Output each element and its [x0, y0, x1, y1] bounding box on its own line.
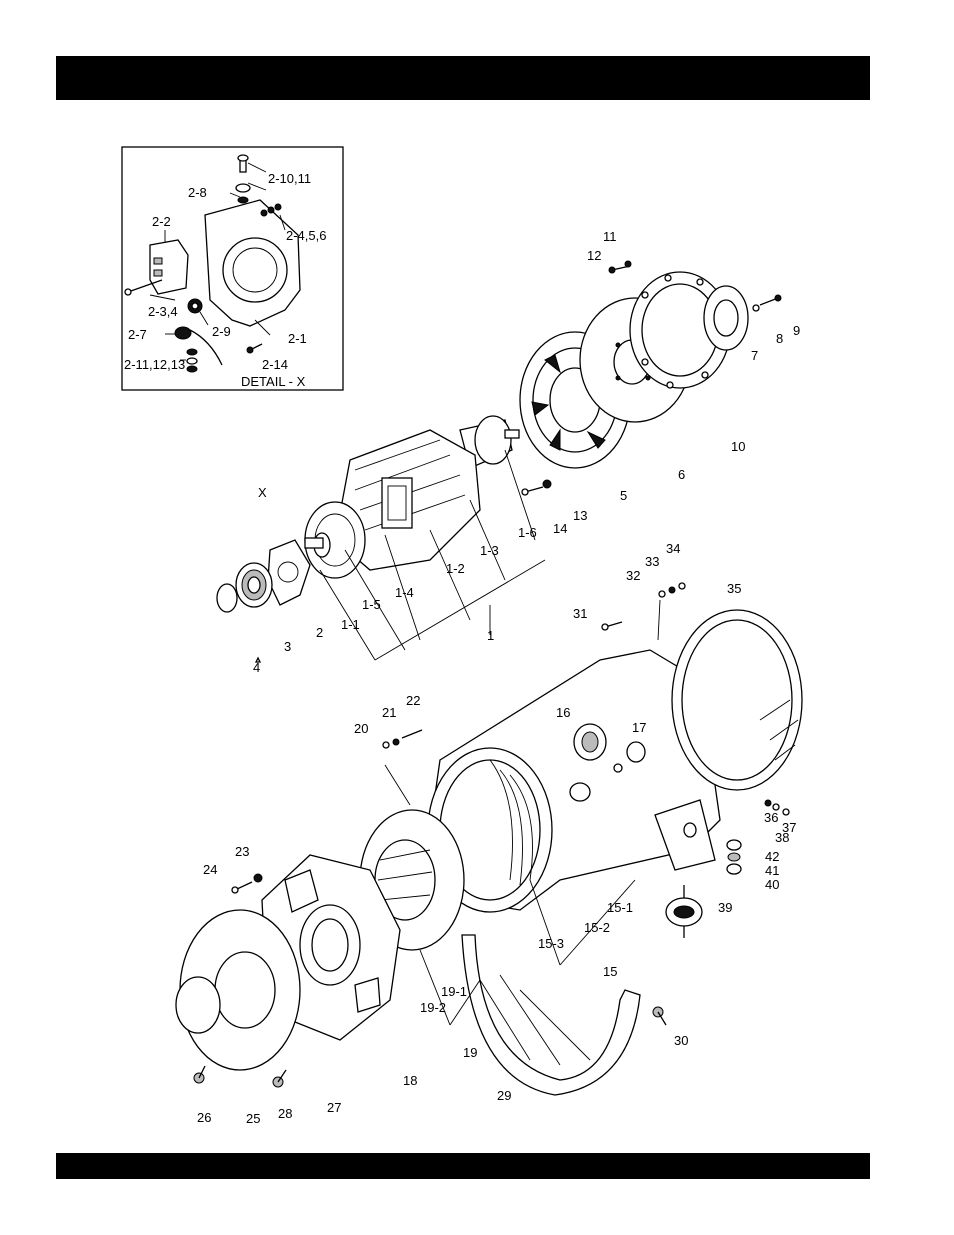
part-label: 1-1 [341, 617, 360, 632]
detail-label: 2-1 [288, 331, 307, 346]
part-label: 16 [556, 705, 570, 720]
part-label: 34 [666, 541, 680, 556]
part-label: 1-2 [446, 561, 465, 576]
part-label: 1-4 [395, 585, 414, 600]
part-label: 26 [197, 1110, 211, 1125]
part-label: 35 [727, 581, 741, 596]
part-label: 25 [246, 1111, 260, 1126]
part-label: 10 [731, 439, 745, 454]
detail-label: 2-2 [152, 214, 171, 229]
part-label: 1-5 [362, 597, 381, 612]
detail-label: 2-9 [212, 324, 231, 339]
part-label: 1-6 [518, 525, 537, 540]
part-label: 19 [463, 1045, 477, 1060]
detail-caption: DETAIL - X [241, 374, 306, 389]
part-label: 36 [764, 810, 778, 825]
part-label: 20 [354, 721, 368, 736]
part-label: 30 [674, 1033, 688, 1048]
part-label: 9 [793, 323, 800, 338]
part-label: 13 [573, 508, 587, 523]
part-label: 27 [327, 1100, 341, 1115]
part-label: 5 [620, 488, 627, 503]
part-label: 28 [278, 1106, 292, 1121]
part-label: 7 [751, 348, 758, 363]
bearing-parts [217, 540, 310, 662]
part-label: 41 [765, 863, 779, 878]
part-label: 15 [603, 964, 617, 979]
part-label: 33 [645, 554, 659, 569]
part-label: 3 [284, 639, 291, 654]
part-label: X [258, 485, 267, 500]
detail-label: 2-3,4 [148, 304, 178, 319]
part-label: 32 [626, 568, 640, 583]
part-label: 15-2 [584, 920, 610, 935]
part-label: 42 [765, 849, 779, 864]
part-label: 19-2 [420, 1000, 446, 1015]
part-label: 15-3 [538, 936, 564, 951]
part-label: 23 [235, 844, 249, 859]
part-label: 15-1 [607, 900, 633, 915]
detail-label: 2-7 [128, 327, 147, 342]
part-label: 40 [765, 877, 779, 892]
part-label: 2 [316, 625, 323, 640]
part-label: 38 [775, 830, 789, 845]
part-label: 1-3 [480, 543, 499, 558]
part-label: 1 [487, 628, 494, 643]
end-cover [176, 910, 300, 1070]
part-label: 24 [203, 862, 217, 877]
part-label: 21 [382, 705, 396, 720]
part-label: 39 [718, 900, 732, 915]
detail-label: 2-10,11 [268, 171, 311, 186]
part-label: 11 [603, 229, 617, 244]
part-label: 19-1 [441, 984, 467, 999]
part-label: 17 [632, 720, 646, 735]
screen-cover-rear [672, 610, 802, 790]
part-label: 6 [678, 467, 685, 482]
part-label: 18 [403, 1073, 417, 1088]
part-label: 22 [406, 693, 420, 708]
part-label: 31 [573, 606, 587, 621]
gasket [704, 286, 748, 350]
detail-label: 2-4,5,6 [286, 228, 326, 243]
screen-band [462, 935, 640, 1095]
detail-label: 2-14 [262, 357, 288, 372]
part-label: 4 [253, 660, 260, 675]
part-label: 8 [776, 331, 783, 346]
detail-label: 2-11,12,13 [124, 357, 185, 372]
detail-label: 2-8 [188, 185, 207, 200]
part-label: 12 [587, 248, 601, 263]
part-label: 29 [497, 1088, 511, 1103]
part-label: 14 [553, 521, 567, 536]
